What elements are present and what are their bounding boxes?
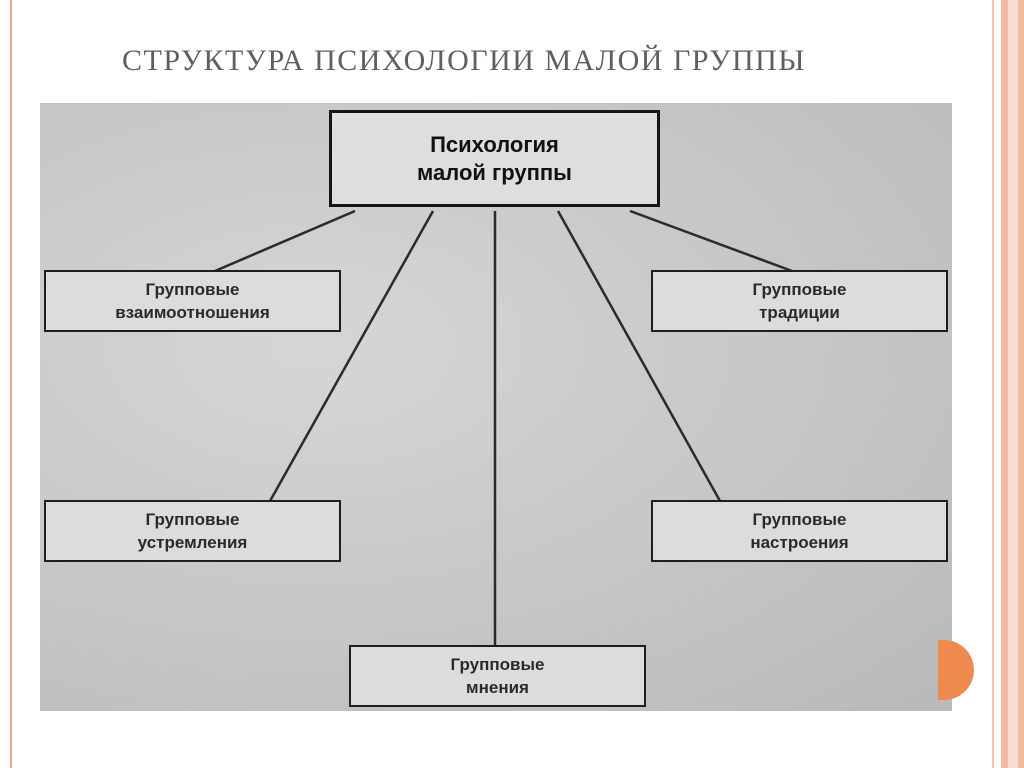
connector-lines xyxy=(214,209,793,646)
slide-frame-right xyxy=(984,0,1024,768)
node-relationships-line1: Групповые xyxy=(145,280,240,299)
connector-aspirations xyxy=(268,210,435,502)
root-node: Психология малой группы xyxy=(329,110,660,207)
node-relationships-line2: взаимоотношения xyxy=(115,303,270,322)
slide-frame-right-inner xyxy=(1008,0,1018,768)
root-node-line2: малой группы xyxy=(417,159,572,185)
node-traditions-line2: традиции xyxy=(759,303,840,322)
node-moods-line2: настроения xyxy=(750,533,849,552)
node-traditions-line1: Групповые xyxy=(752,280,847,299)
node-moods-line1: Групповые xyxy=(752,510,847,529)
node-opinions: Групповые мнения xyxy=(349,645,646,707)
node-relationships: Групповые взаимоотношения xyxy=(44,270,341,332)
connector-relationships xyxy=(214,209,356,273)
node-opinions-line1: Групповые xyxy=(450,655,545,674)
slide-accent-circle xyxy=(938,640,974,700)
node-opinions-line2: мнения xyxy=(466,678,529,697)
root-node-line1: Психология xyxy=(430,131,559,157)
connector-moods xyxy=(556,210,722,502)
node-moods: Групповые настроения xyxy=(651,500,948,562)
node-aspirations-line2: устремления xyxy=(137,533,248,552)
page-title: Структура психологии малой группы xyxy=(122,44,806,77)
connector-traditions xyxy=(629,209,793,273)
node-aspirations: Групповые устремления xyxy=(44,500,341,562)
slide-frame-left xyxy=(10,0,12,768)
node-aspirations-line1: Групповые xyxy=(145,510,240,529)
node-traditions: Групповые традиции xyxy=(651,270,948,332)
diagram-image: Психология малой группы Групповые взаимо… xyxy=(40,103,952,711)
